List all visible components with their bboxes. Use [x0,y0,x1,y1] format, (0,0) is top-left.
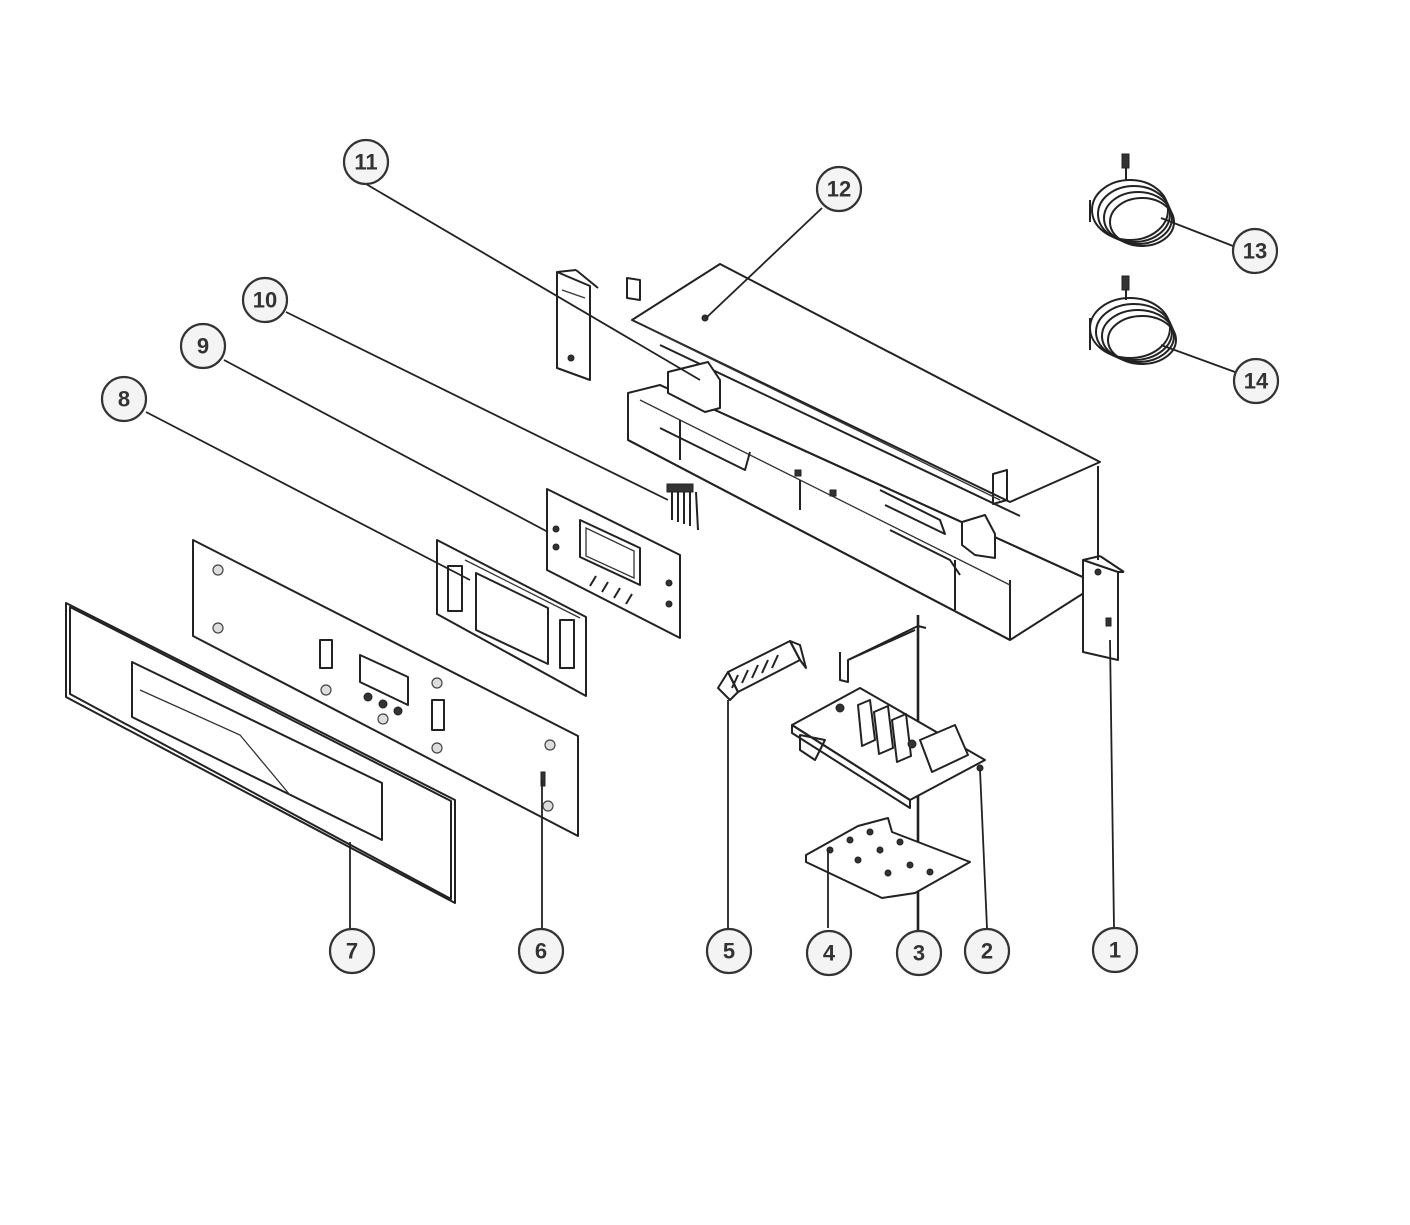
callout-13: 13 [1231,227,1279,275]
coil-spring-upper [1089,153,1175,247]
callout-14: 14 [1232,357,1280,405]
callout-label: 8 [118,387,130,412]
callout-10: 10 [241,276,289,324]
callout-label: 5 [723,939,735,964]
callout-label: 10 [253,288,277,313]
front-glass-panel [65,602,456,904]
callout-label: 12 [827,177,851,202]
coil-spring-lower [1089,275,1177,365]
display-circuit-board [546,488,681,639]
callout-6: 6 [517,927,565,975]
callout-label: 11 [354,150,377,175]
control-panel-plate [192,539,579,837]
callout-label: 2 [981,939,993,964]
callout-label: 9 [197,334,209,359]
callout-label: 4 [823,941,836,966]
callout-9: 9 [179,322,227,370]
callout-label: 3 [913,941,925,966]
callout-8: 8 [100,375,148,423]
terminal-block [717,640,807,701]
insulator-plate [805,817,971,899]
callout-label: 6 [535,939,547,964]
callout-5: 5 [705,927,753,975]
side-bracket-left [556,269,599,381]
leader-lines [145,183,1236,929]
side-bracket-right [1082,466,1125,661]
callout-label: 1 [1109,938,1121,963]
callout-11: 11 [342,138,390,186]
callout-4: 4 [805,929,853,977]
callout-label: 7 [346,939,358,964]
ribbon-connector [666,483,699,531]
display-bracket [436,539,587,697]
callout-1: 1 [1091,926,1139,974]
callout-3: 3 [895,929,943,977]
callout-2: 2 [963,927,1011,975]
callout-12: 12 [815,165,863,213]
callout-7: 7 [328,927,376,975]
main-control-board [791,687,986,809]
callout-label: 14 [1244,369,1269,394]
callout-label: 13 [1243,239,1267,264]
main-housing [626,263,1101,641]
